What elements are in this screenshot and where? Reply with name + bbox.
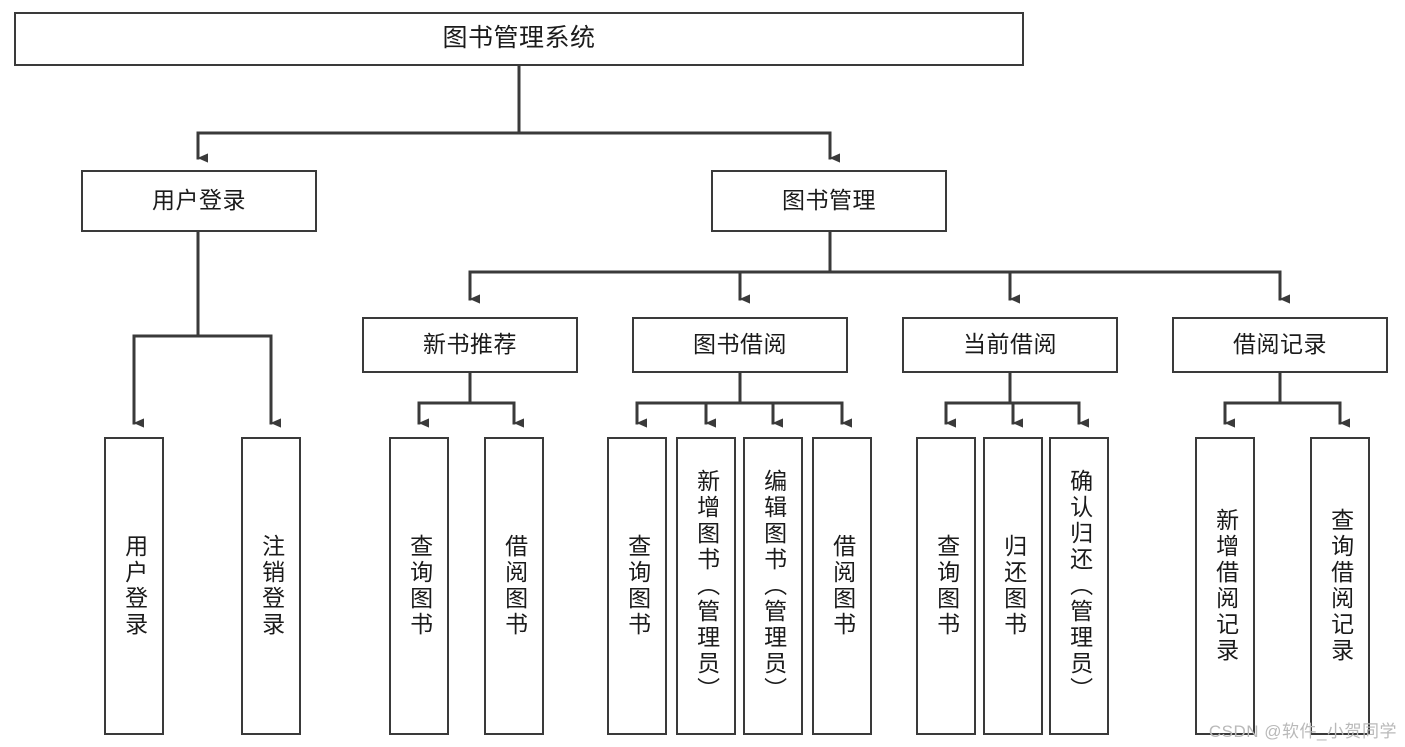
node-book-manage[interactable]: 图书管理 xyxy=(711,170,947,232)
node-leaf-query-borrow-record[interactable]: 查询借阅记录 xyxy=(1310,437,1370,735)
node-leaf-logout-label: 注销登录 xyxy=(258,534,285,638)
node-new-book-recommendation-label: 新书推荐 xyxy=(423,331,517,358)
node-user-login[interactable]: 用户登录 xyxy=(81,170,317,232)
node-leaf-add-book-label: 新增图书（管理员） xyxy=(693,469,720,703)
node-leaf-edit-book[interactable]: 编辑图书（管理员） xyxy=(743,437,803,735)
node-leaf-query-book-3-label: 查询图书 xyxy=(933,534,960,638)
node-leaf-query-book-1[interactable]: 查询图书 xyxy=(389,437,449,735)
node-leaf-confirm-return-label: 确认归还（管理员） xyxy=(1066,469,1093,703)
node-leaf-return-book[interactable]: 归还图书 xyxy=(983,437,1043,735)
node-leaf-query-book-3[interactable]: 查询图书 xyxy=(916,437,976,735)
node-borrow-record-label: 借阅记录 xyxy=(1233,331,1327,358)
node-borrow-record[interactable]: 借阅记录 xyxy=(1172,317,1388,373)
node-current-borrow-label: 当前借阅 xyxy=(963,331,1057,358)
node-leaf-confirm-return[interactable]: 确认归还（管理员） xyxy=(1049,437,1109,735)
node-leaf-logout[interactable]: 注销登录 xyxy=(241,437,301,735)
node-leaf-add-borrow-record[interactable]: 新增借阅记录 xyxy=(1195,437,1255,735)
node-leaf-query-borrow-record-label: 查询借阅记录 xyxy=(1327,508,1354,664)
node-book-manage-label: 图书管理 xyxy=(782,187,876,214)
node-leaf-borrow-book-1[interactable]: 借阅图书 xyxy=(484,437,544,735)
csdn-watermark: CSDN @软件_小贺同学 xyxy=(1208,722,1397,741)
node-book-borrow-label: 图书借阅 xyxy=(693,331,787,358)
node-book-borrow[interactable]: 图书借阅 xyxy=(632,317,848,373)
node-current-borrow[interactable]: 当前借阅 xyxy=(902,317,1118,373)
node-root-system[interactable]: 图书管理系统 xyxy=(14,12,1024,66)
node-leaf-add-book[interactable]: 新增图书（管理员） xyxy=(676,437,736,735)
node-leaf-return-book-label: 归还图书 xyxy=(1000,534,1027,638)
node-user-login-label: 用户登录 xyxy=(152,187,246,214)
node-leaf-query-book-2-label: 查询图书 xyxy=(624,534,651,638)
node-leaf-add-borrow-record-label: 新增借阅记录 xyxy=(1212,508,1239,664)
node-new-book-recommendation[interactable]: 新书推荐 xyxy=(362,317,578,373)
node-leaf-user-login-label: 用户登录 xyxy=(121,534,148,638)
node-leaf-query-book-1-label: 查询图书 xyxy=(406,534,433,638)
node-leaf-borrow-book-2-label: 借阅图书 xyxy=(829,534,856,638)
node-leaf-borrow-book-2[interactable]: 借阅图书 xyxy=(812,437,872,735)
node-root-system-label: 图书管理系统 xyxy=(442,24,596,53)
node-leaf-user-login[interactable]: 用户登录 xyxy=(104,437,164,735)
node-leaf-edit-book-label: 编辑图书（管理员） xyxy=(760,469,787,703)
node-leaf-borrow-book-1-label: 借阅图书 xyxy=(501,534,528,638)
node-leaf-query-book-2[interactable]: 查询图书 xyxy=(607,437,667,735)
